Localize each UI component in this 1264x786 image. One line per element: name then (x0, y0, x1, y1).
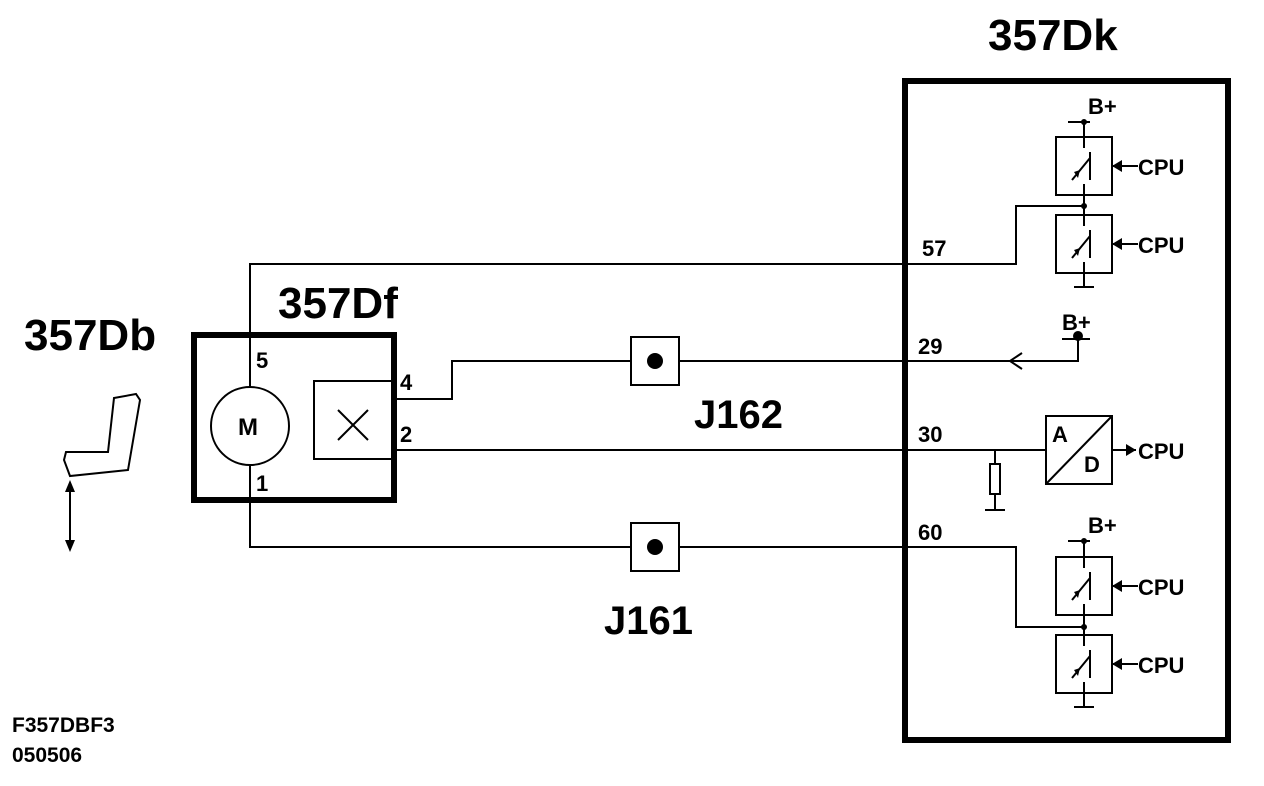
position-sensor-box (313, 380, 395, 460)
module-pin-60: 60 (918, 520, 942, 545)
supply-bar-bottom (1068, 540, 1090, 557)
wire-57 (249, 205, 1084, 387)
transistor-icon (1071, 635, 1091, 693)
connector-j161-label: J161 (604, 599, 693, 643)
motor-unit-box (191, 332, 397, 503)
transistor-arrow-icon (1074, 170, 1080, 178)
connector-j162 (630, 336, 680, 386)
module-title: 357Dk (988, 11, 1118, 60)
seat-icon (62, 392, 142, 552)
cpu-label-1: CPU (1138, 155, 1184, 180)
motor-pin-2: 2 (400, 422, 412, 447)
wire-60 (679, 546, 1084, 628)
input-arrow-icon (1008, 352, 1023, 370)
transistor-arrow-icon (1074, 668, 1080, 676)
ground-icon (1074, 693, 1094, 708)
ad-label-d: D (1084, 452, 1100, 477)
cpu-label-5: CPU (1138, 653, 1184, 678)
pull-down-resistor (989, 463, 1001, 495)
motor-pin-4: 4 (400, 370, 413, 395)
wire-1-to-j161 (249, 465, 631, 548)
motor-pin-1: 1 (256, 471, 268, 496)
switch-node-bottom (1081, 624, 1087, 630)
connector-j161 (630, 522, 680, 572)
transistor-icon (1071, 215, 1091, 273)
module-pin-57: 57 (922, 236, 946, 261)
module-box (902, 78, 1231, 743)
seat-switch-title: 357Db (24, 311, 156, 360)
connector-j162-label: J162 (694, 393, 783, 437)
switch-node-top (1081, 203, 1087, 209)
wire-29 (679, 339, 1079, 362)
cpu-label-3: CPU (1138, 439, 1184, 464)
drawing-date: 050506 (12, 744, 82, 767)
transistor-icon (1071, 137, 1091, 195)
motor-pin-5: 5 (256, 348, 268, 373)
sensor-cross-icon (337, 409, 369, 441)
cpu-label-2: CPU (1138, 233, 1184, 258)
transistor-arrow-icon (1074, 590, 1080, 598)
cpu-arrow-head-2 (1112, 238, 1122, 250)
supply-node-bottom (1081, 538, 1087, 544)
drawing-code: F357DBF3 (12, 714, 115, 737)
supply-bar-top (1068, 121, 1090, 137)
transistor-icon (1071, 557, 1091, 615)
ad-diagonal (1045, 415, 1113, 485)
cpu-label-4: CPU (1138, 575, 1184, 600)
supply-label-bottom: B+ (1088, 513, 1117, 538)
transistor-arrow-icon (1074, 248, 1080, 256)
cpu-arrow-head-3 (1126, 444, 1136, 456)
supply-node-top (1081, 119, 1087, 125)
ad-label-a: A (1052, 422, 1068, 447)
wire-4-to-j162 (394, 360, 631, 400)
motor-label: M (238, 414, 258, 441)
module-pin-29: 29 (918, 334, 942, 359)
motor-unit-title: 357Df (278, 279, 398, 328)
supply-label-29: B+ (1062, 310, 1091, 335)
resistor-lead (985, 450, 1005, 511)
cpu-arrow-head-5 (1112, 658, 1122, 670)
ground-icon (1074, 273, 1094, 288)
cpu-arrow-head-4 (1112, 580, 1122, 592)
supply-label-top: B+ (1088, 94, 1117, 119)
cpu-arrow-head-1 (1112, 160, 1122, 172)
supply-node-29 (1073, 331, 1083, 341)
module-pin-30: 30 (918, 422, 942, 447)
